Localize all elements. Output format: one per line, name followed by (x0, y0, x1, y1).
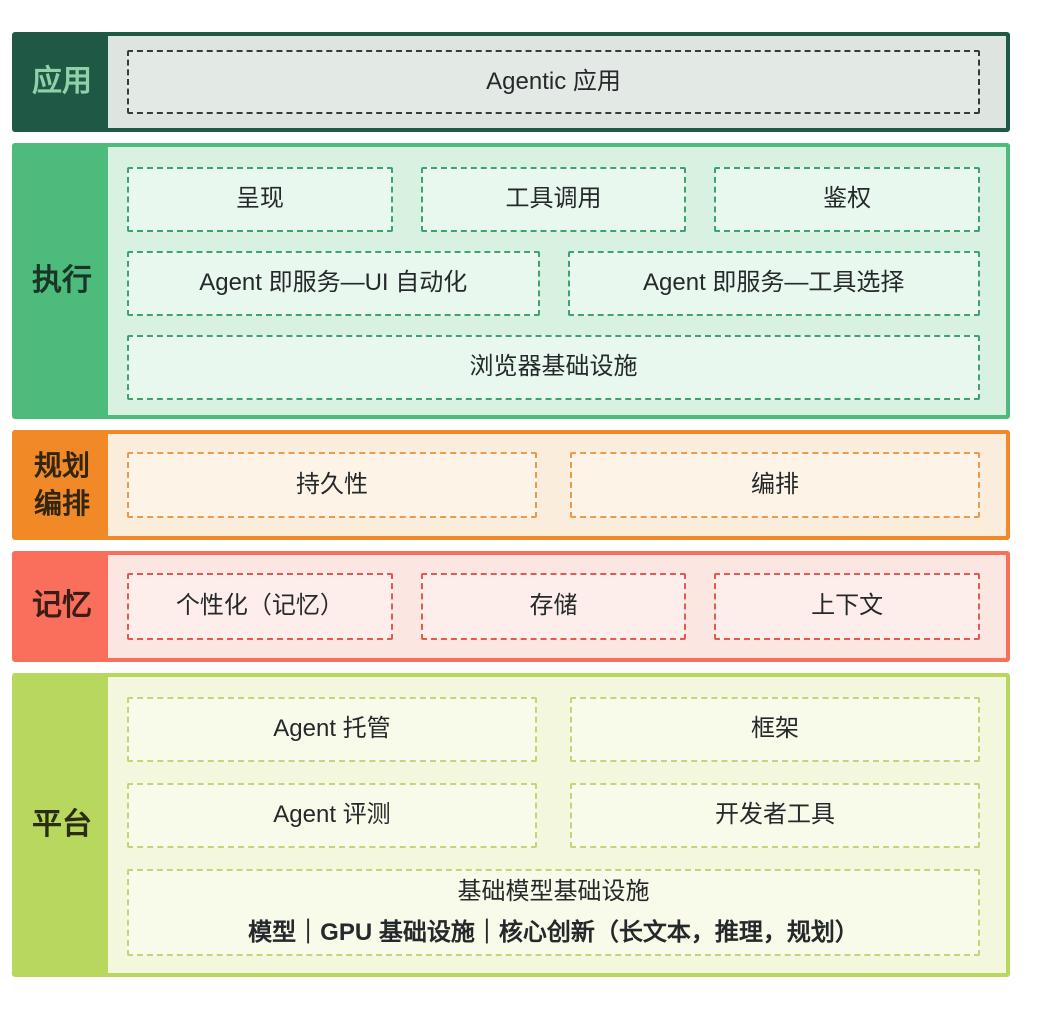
layer-planning-orchestration-label: 规划编排 (16, 434, 108, 536)
component-box-agent-as-service-ui-automation: Agent 即服务—UI 自动化 (127, 251, 540, 316)
component-box-agent-hosting: Agent 托管 (127, 697, 537, 762)
component-box-auth: 鉴权 (714, 167, 981, 232)
layer-application-label: 应用 (16, 36, 108, 128)
component-box-agent-evaluation: Agent 评测 (127, 783, 537, 848)
layer-application-panel: Agentic 应用 (108, 36, 1006, 128)
box-row: Agent 即服务—UI 自动化 Agent 即服务—工具选择 (127, 251, 980, 316)
box-row: 呈现 工具调用 鉴权 (127, 167, 981, 232)
component-box-developer-tools: 开发者工具 (570, 783, 980, 848)
layer-memory-panel: 个性化（记忆） 存储 上下文 (108, 555, 1006, 658)
box-row: Agentic 应用 (127, 50, 980, 114)
component-box-agent-as-service-tool-selection: Agent 即服务—工具选择 (567, 251, 980, 316)
box-row: 个性化（记忆） 存储 上下文 (127, 573, 981, 640)
component-box-browser-infrastructure: 浏览器基础设施 (127, 335, 980, 400)
foundation-model-infrastructure-detail: 模型｜GPU 基础设施｜核心创新（长文本，推理，规划） (248, 918, 859, 946)
box-row: Agent 托管 框架 (127, 697, 980, 762)
layer-memory-label: 记忆 (16, 555, 108, 658)
layer-execution: 执行 呈现 工具调用 鉴权 Agent 即服务—UI 自动化 Agent 即服务… (12, 143, 1010, 419)
layer-planning-orchestration: 规划编排 持久性 编排 (12, 430, 1010, 540)
component-box-personalization-memory: 个性化（记忆） (127, 573, 393, 640)
component-box-storage: 存储 (420, 573, 687, 640)
component-box-agentic-app: Agentic 应用 (127, 50, 980, 114)
layer-memory: 记忆 个性化（记忆） 存储 上下文 (12, 551, 1010, 662)
box-row: 基础模型基础设施 模型｜GPU 基础设施｜核心创新（长文本，推理，规划） (127, 869, 980, 956)
box-row: Agent 评测 开发者工具 (127, 783, 980, 848)
layer-stack: 应用 Agentic 应用 执行 呈现 工具调用 鉴权 Agent 即服务—UI… (12, 32, 1010, 977)
component-box-presentation: 呈现 (127, 167, 393, 232)
layer-planning-orchestration-panel: 持久性 编排 (108, 434, 1006, 536)
layer-platform-panel: Agent 托管 框架 Agent 评测 开发者工具 基础模型基础设施 模型｜G… (108, 677, 1006, 973)
component-box-context: 上下文 (714, 573, 981, 640)
component-box-tool-calling: 工具调用 (420, 167, 687, 232)
box-row: 持久性 编排 (127, 452, 980, 518)
component-box-framework: 框架 (570, 697, 980, 762)
layer-execution-label: 执行 (16, 147, 108, 415)
component-box-foundation-model-infrastructure: 基础模型基础设施 模型｜GPU 基础设施｜核心创新（长文本，推理，规划） (127, 869, 980, 956)
layer-platform: 平台 Agent 托管 框架 Agent 评测 开发者工具 基础模型基础设施 模… (12, 673, 1010, 977)
layer-application: 应用 Agentic 应用 (12, 32, 1010, 132)
component-box-orchestration: 编排 (570, 452, 980, 518)
box-row: 浏览器基础设施 (127, 335, 980, 400)
foundation-model-infrastructure-title: 基础模型基础设施 (457, 878, 650, 906)
component-box-persistence: 持久性 (127, 452, 537, 518)
layer-execution-panel: 呈现 工具调用 鉴权 Agent 即服务—UI 自动化 Agent 即服务—工具… (108, 147, 1006, 415)
layer-platform-label: 平台 (16, 677, 108, 973)
